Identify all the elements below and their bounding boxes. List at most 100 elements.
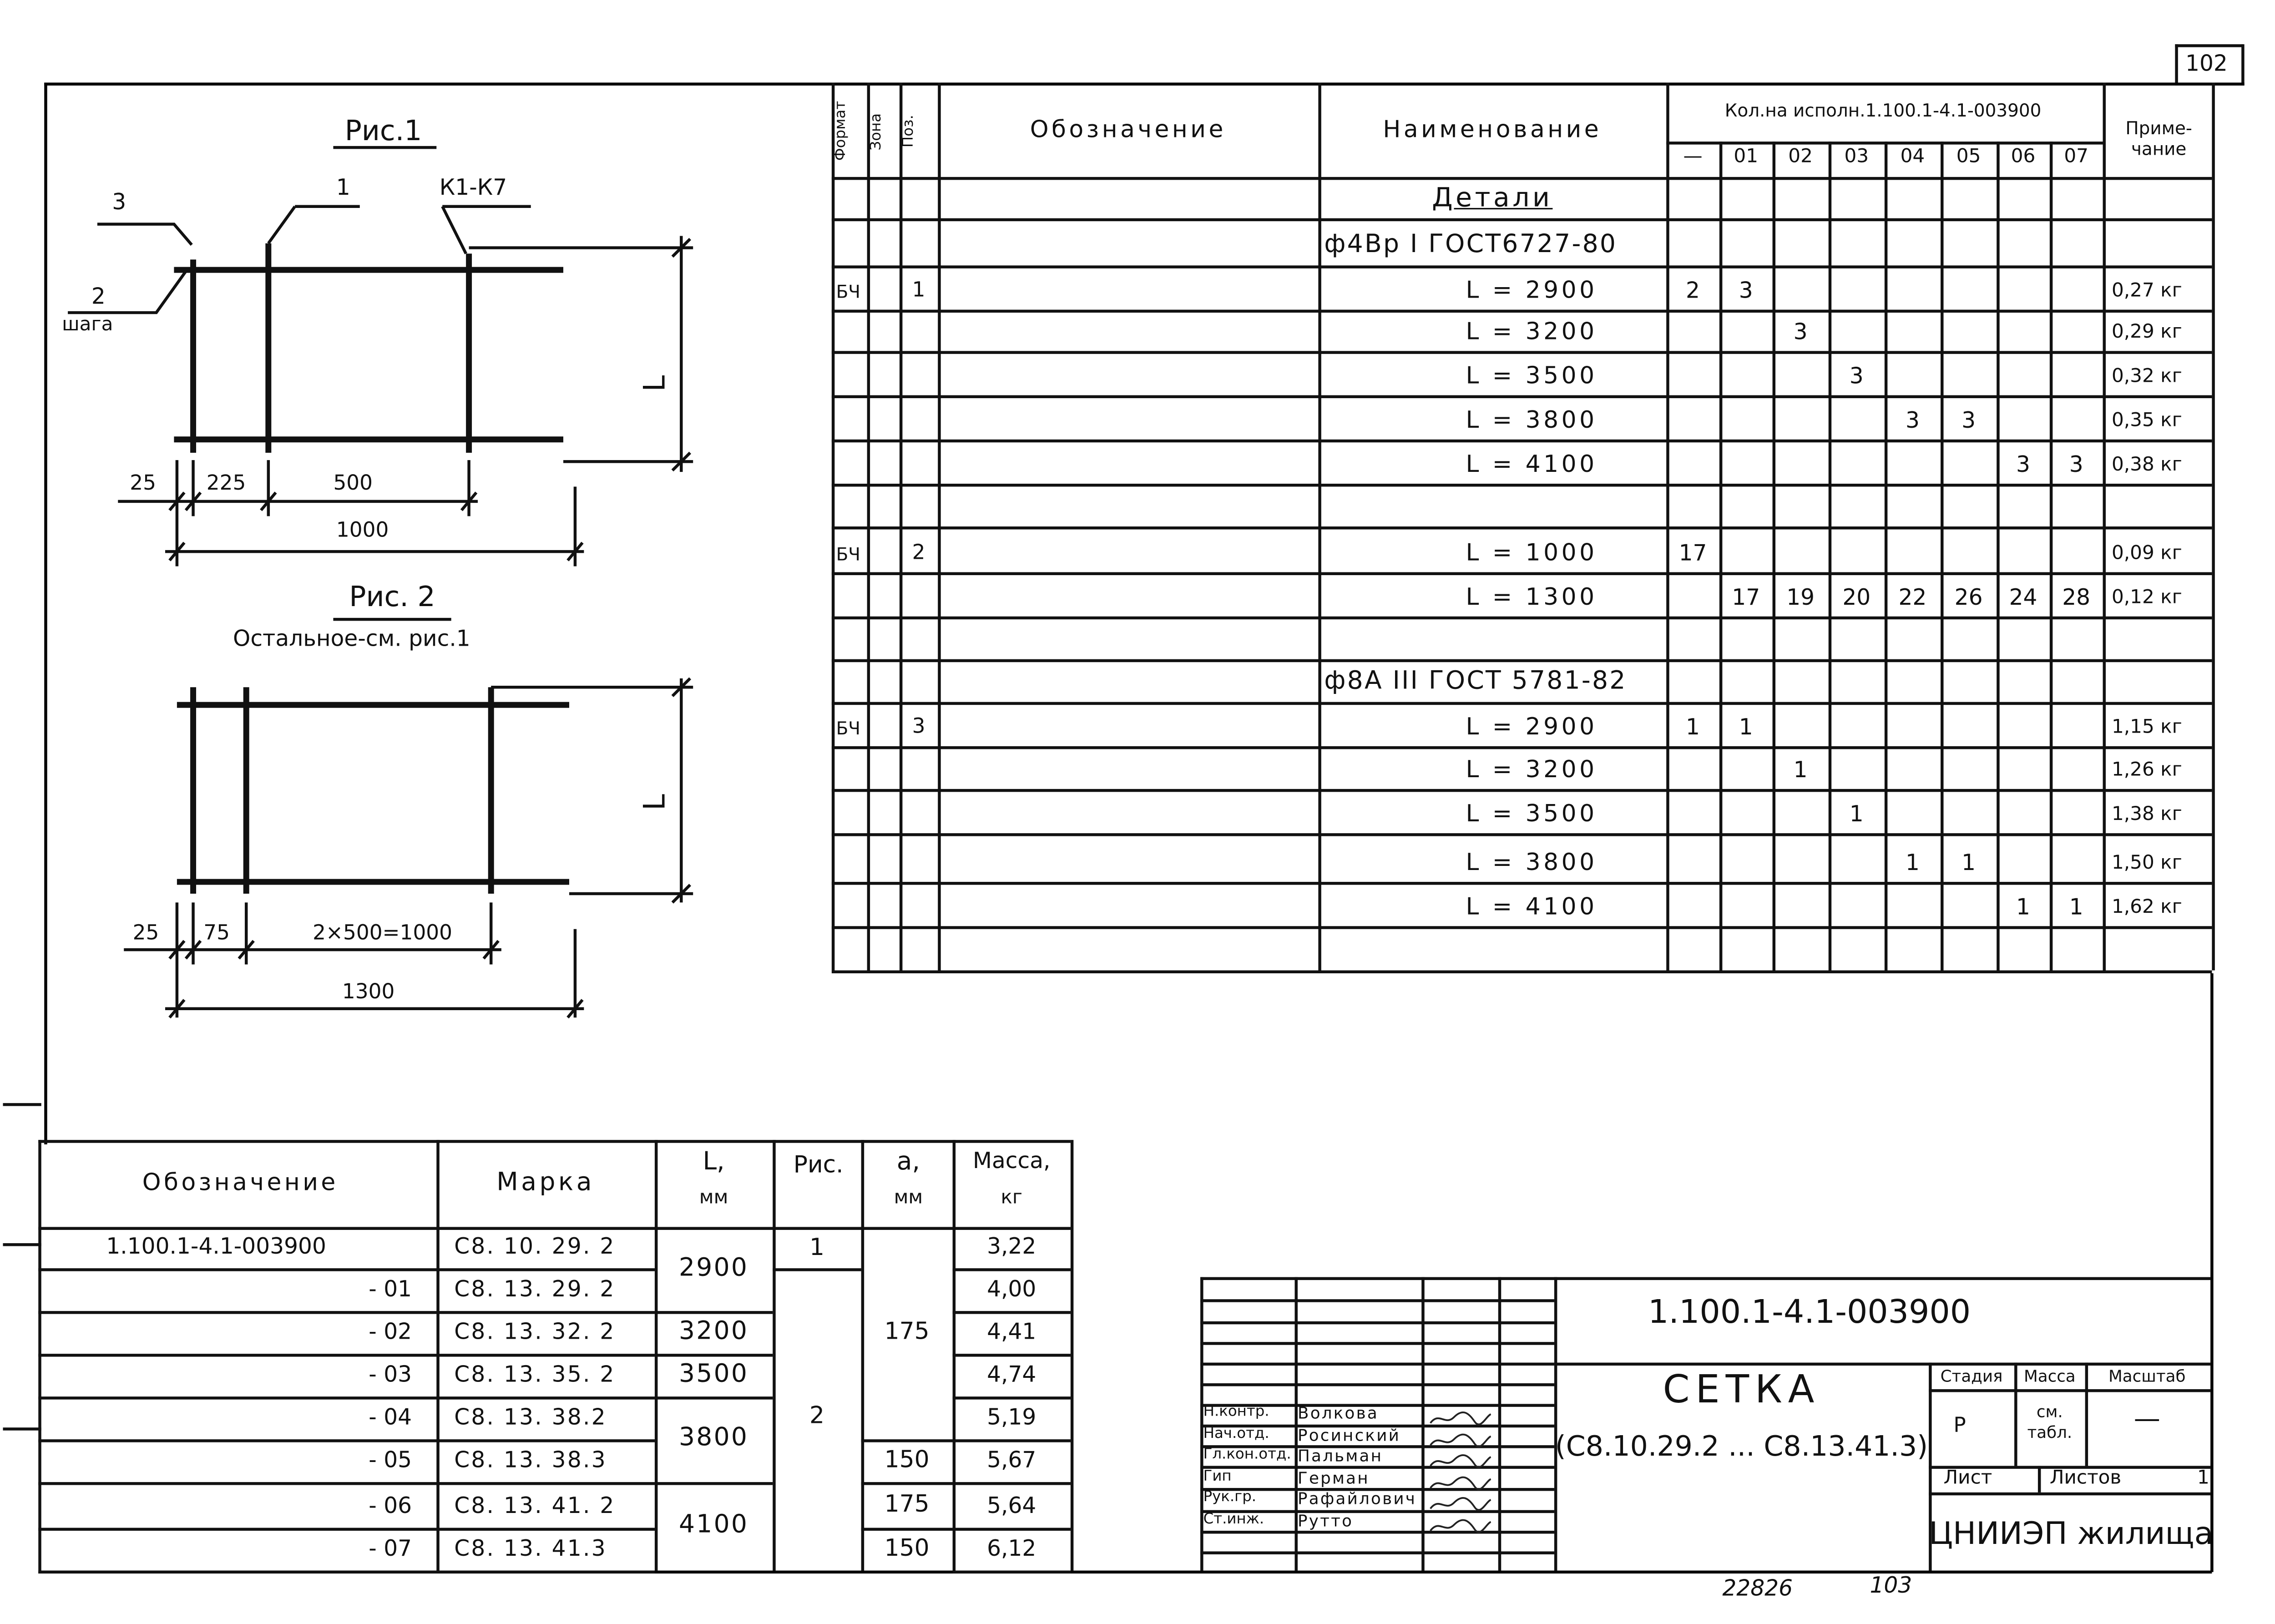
- spec-material-title: ф8А III ГОСТ 5781-82: [1324, 666, 1627, 696]
- marks-mark: С8. 13. 35. 2: [454, 1361, 616, 1388]
- spec-cell-name: L = 3200: [1466, 317, 1598, 345]
- tb-sign-row-line: [1200, 1362, 1554, 1365]
- spec-cell-qty: 3: [1739, 277, 1753, 304]
- spec-header-divider: [1666, 142, 2103, 144]
- spec-cell-note: 1,50 кг: [2111, 852, 2182, 875]
- spec-row-line: [831, 746, 2212, 749]
- marks-designation: - 01: [369, 1275, 412, 1302]
- marks-mass: 3,22: [987, 1233, 1036, 1260]
- spec-col-line: [2212, 82, 2214, 971]
- marks-mark: С8. 13. 41.3: [454, 1535, 607, 1562]
- spec-header-designation: Обозначение: [1030, 115, 1226, 143]
- scale-label: Масштаб: [2108, 1367, 2186, 1386]
- signature-mark: [1427, 1448, 1492, 1468]
- marks-a-line: [861, 1482, 953, 1485]
- spec-col-line: [1772, 142, 1775, 971]
- fig1-callout-step: шага: [62, 314, 113, 336]
- tb-sign-row-line: [1200, 1342, 1554, 1345]
- signature-mark: [1427, 1491, 1492, 1511]
- spec-variant-header: 02: [1788, 146, 1813, 168]
- spec-cell-note: 0,12 кг: [2111, 587, 2182, 609]
- marks-header-a-unit: мм: [894, 1187, 923, 1209]
- spec-col-line: [1884, 142, 1887, 971]
- title-subtitle: (С8.10.29.2 ... С8.13.41.3): [1555, 1430, 1928, 1463]
- spec-cell-note: 0,38 кг: [2111, 454, 2182, 476]
- marks-row-line: [38, 1268, 655, 1271]
- tb-sign-row-line: [1200, 1445, 1554, 1448]
- fig1-callout-1: 1: [336, 174, 350, 201]
- fig2-dim-75: 75: [203, 921, 230, 946]
- marks-mass: 5,19: [987, 1404, 1036, 1431]
- fig2-dim-l: L: [636, 794, 672, 811]
- marks-col-line: [1070, 1140, 1073, 1571]
- marks-mark: С8. 13. 41. 2: [454, 1492, 616, 1519]
- marks-l-line: [654, 1396, 773, 1399]
- tb-role: Н.контр.: [1203, 1404, 1269, 1420]
- spec-cell-qty: 3: [1962, 407, 1976, 434]
- fig1-dim-25: 25: [130, 472, 156, 496]
- spec-variant-header: 04: [1900, 146, 1925, 168]
- spec-cell-qty: 1: [1793, 756, 1808, 783]
- spec-cell-pos: 3: [912, 715, 925, 739]
- spec-row-line: [831, 265, 2212, 268]
- sheet-label: Лист: [1943, 1467, 1992, 1490]
- page-number-box-top: [2175, 44, 2243, 47]
- marks-mass: 4,41: [987, 1318, 1036, 1345]
- tb-sign-row-line: [1200, 1510, 1554, 1513]
- spec-cell-note: 1,15 кг: [2111, 717, 2182, 739]
- footer-right-number: 103: [1870, 1572, 1912, 1599]
- spec-cell-qty: 2: [1686, 277, 1700, 304]
- marks-mass: 5,64: [987, 1492, 1036, 1519]
- spec-cell-name: L = 3500: [1466, 799, 1598, 828]
- fig2-title: Рис. 2: [349, 581, 435, 614]
- spec-cell-qty: 20: [1842, 584, 1871, 611]
- footer-left-number: 22826: [1722, 1575, 1793, 1602]
- marks-a: 150: [884, 1444, 930, 1473]
- spec-variant-header: 05: [1956, 146, 1981, 168]
- page-number-box-left: [2175, 44, 2178, 86]
- rebar-drawings: [68, 146, 693, 1019]
- tb-sign-row-line: [1200, 1321, 1554, 1324]
- mass-label: Масса: [2023, 1367, 2076, 1386]
- spec-row-line: [831, 395, 2212, 398]
- fig1-dim-500: 500: [333, 472, 373, 496]
- tb-sign-row-line: [1200, 1531, 1554, 1533]
- spec-col-line: [1997, 142, 1999, 971]
- marks-mark: С8. 10. 29. 2: [454, 1233, 616, 1260]
- tb-name: Рафайлович: [1297, 1489, 1417, 1509]
- spec-cell-name: L = 3800: [1466, 405, 1598, 434]
- spec-cell-format: БЧ: [836, 544, 860, 565]
- spec-cell-qty: 1: [1905, 849, 1920, 876]
- spec-header-format: Формат: [833, 101, 849, 162]
- spec-row-line: [831, 351, 2212, 354]
- spec-cell-name: L = 2900: [1466, 712, 1598, 740]
- signature-mark: [1427, 1470, 1492, 1490]
- tb-line: [1554, 1362, 2211, 1365]
- tb-name: Рутто: [1297, 1511, 1354, 1530]
- spec-col-line: [2103, 82, 2105, 971]
- marks-length: 3800: [678, 1423, 749, 1453]
- stage-label: Стадия: [1940, 1367, 2003, 1386]
- spec-col-line: [1666, 82, 1669, 971]
- spec-col-line: [899, 82, 902, 971]
- spec-cell-name: L = 3500: [1466, 361, 1598, 390]
- tb-role: Гл.кон.отд.: [1203, 1447, 1291, 1463]
- spec-row-line: [831, 882, 2212, 885]
- spec-cell-qty: 28: [2062, 584, 2091, 611]
- spec-cell-name: L = 3800: [1466, 848, 1598, 876]
- spec-cell-note: 0,27 кг: [2111, 280, 2182, 303]
- spec-row-line: [831, 439, 2212, 442]
- spec-row-line: [831, 484, 2212, 486]
- marks-fig-line: [773, 1268, 861, 1271]
- marks-mass: 4,74: [987, 1361, 1036, 1388]
- spec-cell-qty: 19: [1786, 584, 1815, 611]
- spec-cell-format: БЧ: [836, 282, 860, 303]
- spec-col-line: [1318, 82, 1321, 971]
- fig2-dim-2x500: 2×500=1000: [313, 921, 453, 946]
- marks-a: 150: [884, 1533, 930, 1561]
- spec-cell-qty: 24: [2009, 584, 2037, 611]
- marks-col-line: [773, 1140, 775, 1571]
- marks-designation: - 06: [369, 1492, 412, 1519]
- marks-header-fig: Рис.: [793, 1150, 844, 1179]
- marks-a-line: [861, 1528, 953, 1530]
